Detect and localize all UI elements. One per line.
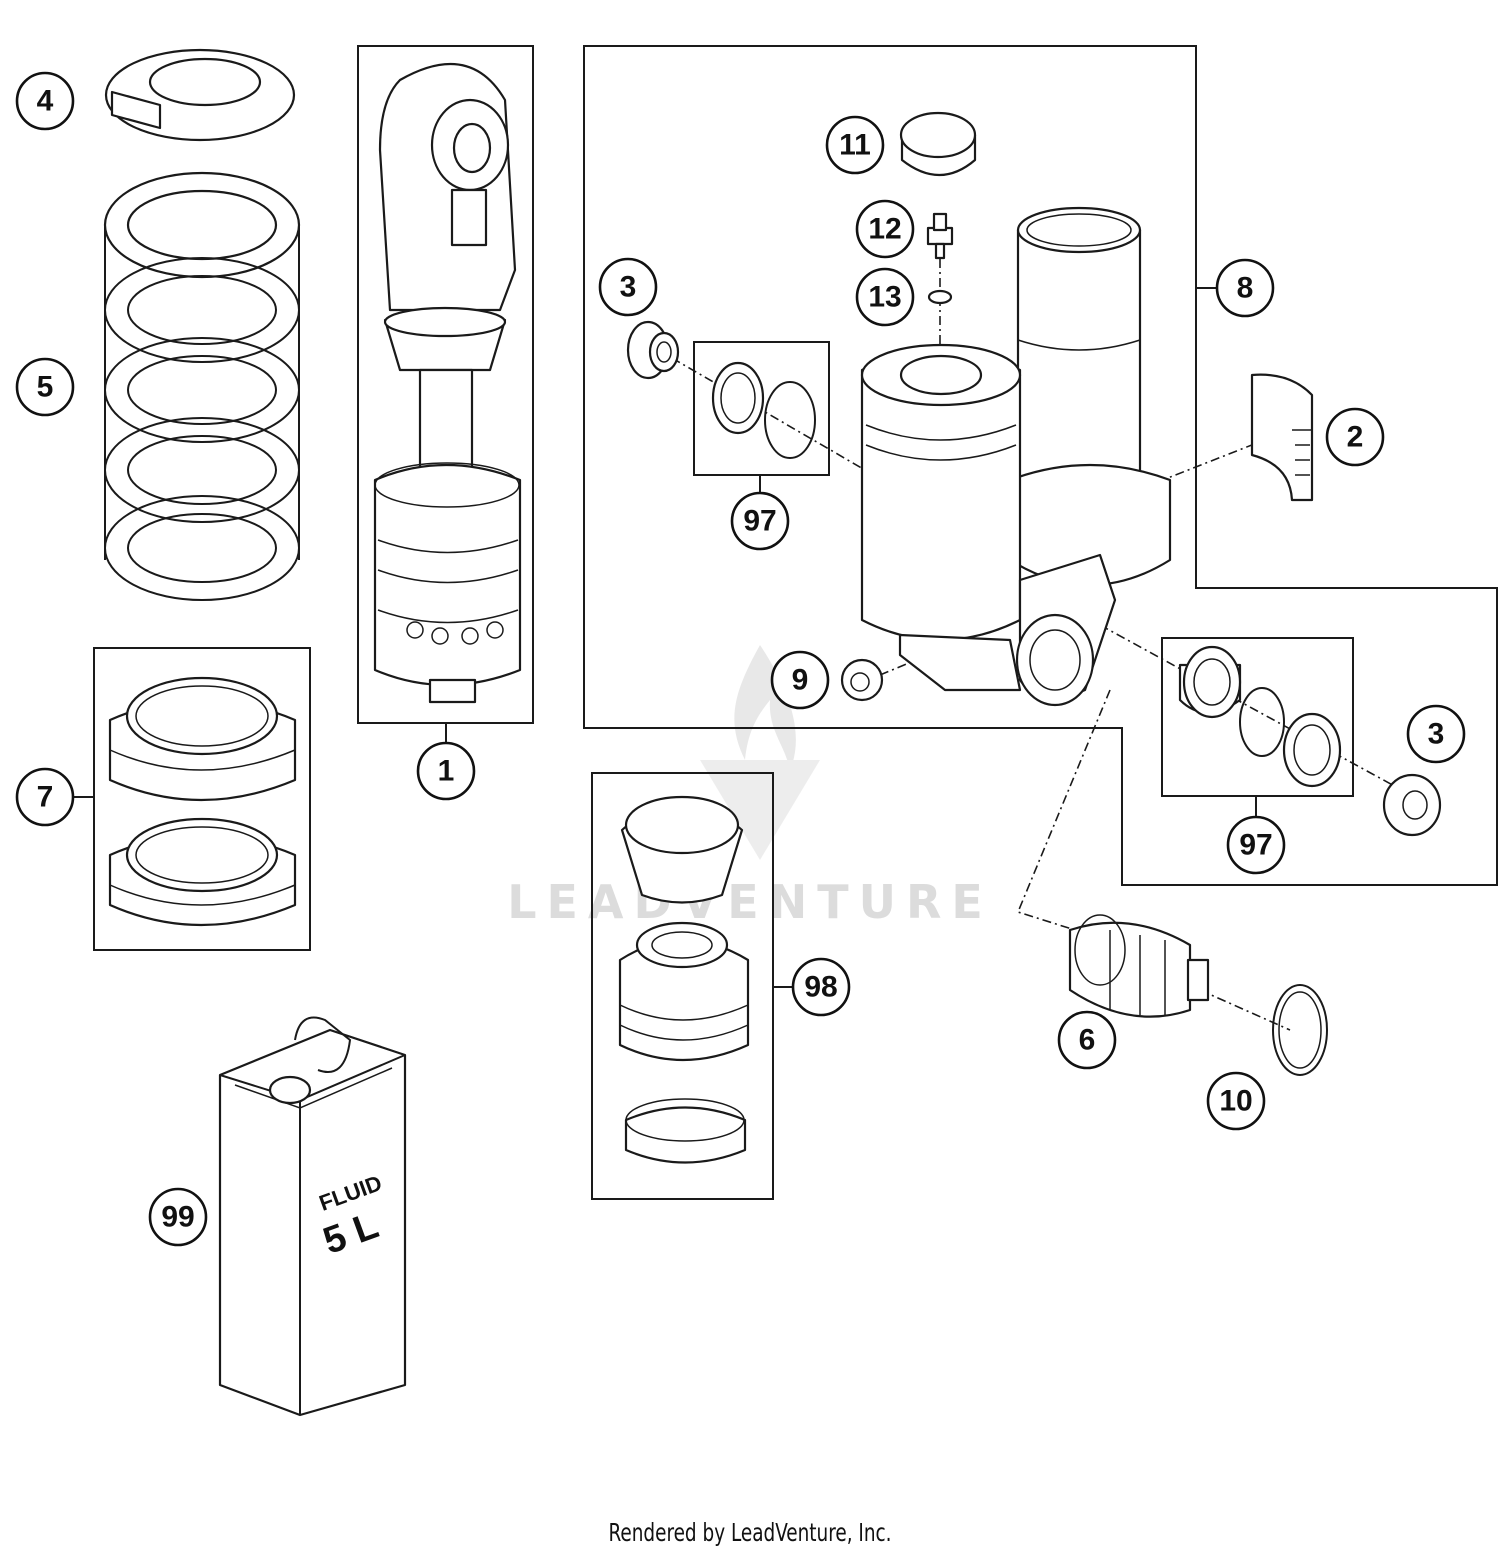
callout-label: 11 [839,129,871,162]
part-98-bump-stop-set [618,795,750,1164]
part-97-bearing-set-left [711,361,816,459]
part-13-washer [927,289,953,305]
callout-label: 8 [1237,272,1254,305]
callout: 3 [1406,704,1466,764]
watermark-text: LEADVENTURE [507,875,993,929]
part-2-heat-shield [1250,373,1314,502]
callout: 11 [825,115,885,175]
part-1-shock-eye-rod [373,62,522,704]
part-99-fluid-can: FLUID 5 L [218,1016,407,1417]
callout-label: 7 [37,781,54,814]
callout-label: 3 [620,271,637,304]
callout-label: 2 [1347,421,1364,454]
callout-label: 5 [37,371,54,404]
render-credit: Rendered by LeadVenture, Inc. [608,1518,892,1547]
callout-label: 98 [804,971,837,1004]
callout: 12 [855,199,915,259]
callout: 98 [791,957,851,1017]
callout: 7 [15,767,75,827]
callout: 6 [1057,1010,1117,1070]
callout: 2 [1325,407,1385,467]
leader-lines [74,287,1257,988]
callout: 97 [730,491,790,551]
part-11-cap [899,111,977,177]
callout: 97 [1226,815,1286,875]
callout-label: 97 [743,505,776,538]
part-10-o-ring [1272,984,1328,1076]
callout-label: 6 [1079,1024,1096,1057]
callout: 1 [416,741,476,801]
part-3-bushing-right [1382,773,1442,837]
callout-label: 97 [1239,829,1272,862]
part-97-bearing-set-right [1178,645,1342,788]
part-6-compression-valve [1068,914,1210,1018]
callout: 10 [1206,1071,1266,1131]
callout: 4 [15,71,75,131]
group-box-8 [583,45,1498,886]
part-12-valve [926,212,954,260]
part-8-shock-body [860,206,1172,707]
callout: 5 [15,357,75,417]
leadventure-watermark: LEADVENTURE [507,645,993,929]
group-box-97-right [1161,637,1354,797]
callout: 9 [770,650,830,710]
callout-label: 3 [1428,718,1445,751]
watermark-shield-icon [700,760,820,860]
callout: 3 [598,257,658,317]
flame-logo-icon [734,645,796,770]
group-box-7 [93,647,311,951]
callout: 13 [855,267,915,327]
part-9-bushing [840,658,884,702]
callout-label: 13 [868,281,901,314]
callout: 99 [148,1187,208,1247]
callout-label: 99 [161,1201,194,1234]
callout-label: 12 [868,213,901,246]
callout-label: 1 [438,755,455,788]
part-3-bushing-left [626,320,680,380]
callout-label: 10 [1219,1085,1252,1118]
part-4-spring-retainer [104,48,296,142]
group-box-97-left [693,341,830,476]
callout-label: 9 [792,664,809,697]
callout: 8 [1215,258,1275,318]
part-5-spring [103,171,301,601]
part-7-adjusting-rings [108,676,297,927]
callout-label: 4 [37,85,54,118]
